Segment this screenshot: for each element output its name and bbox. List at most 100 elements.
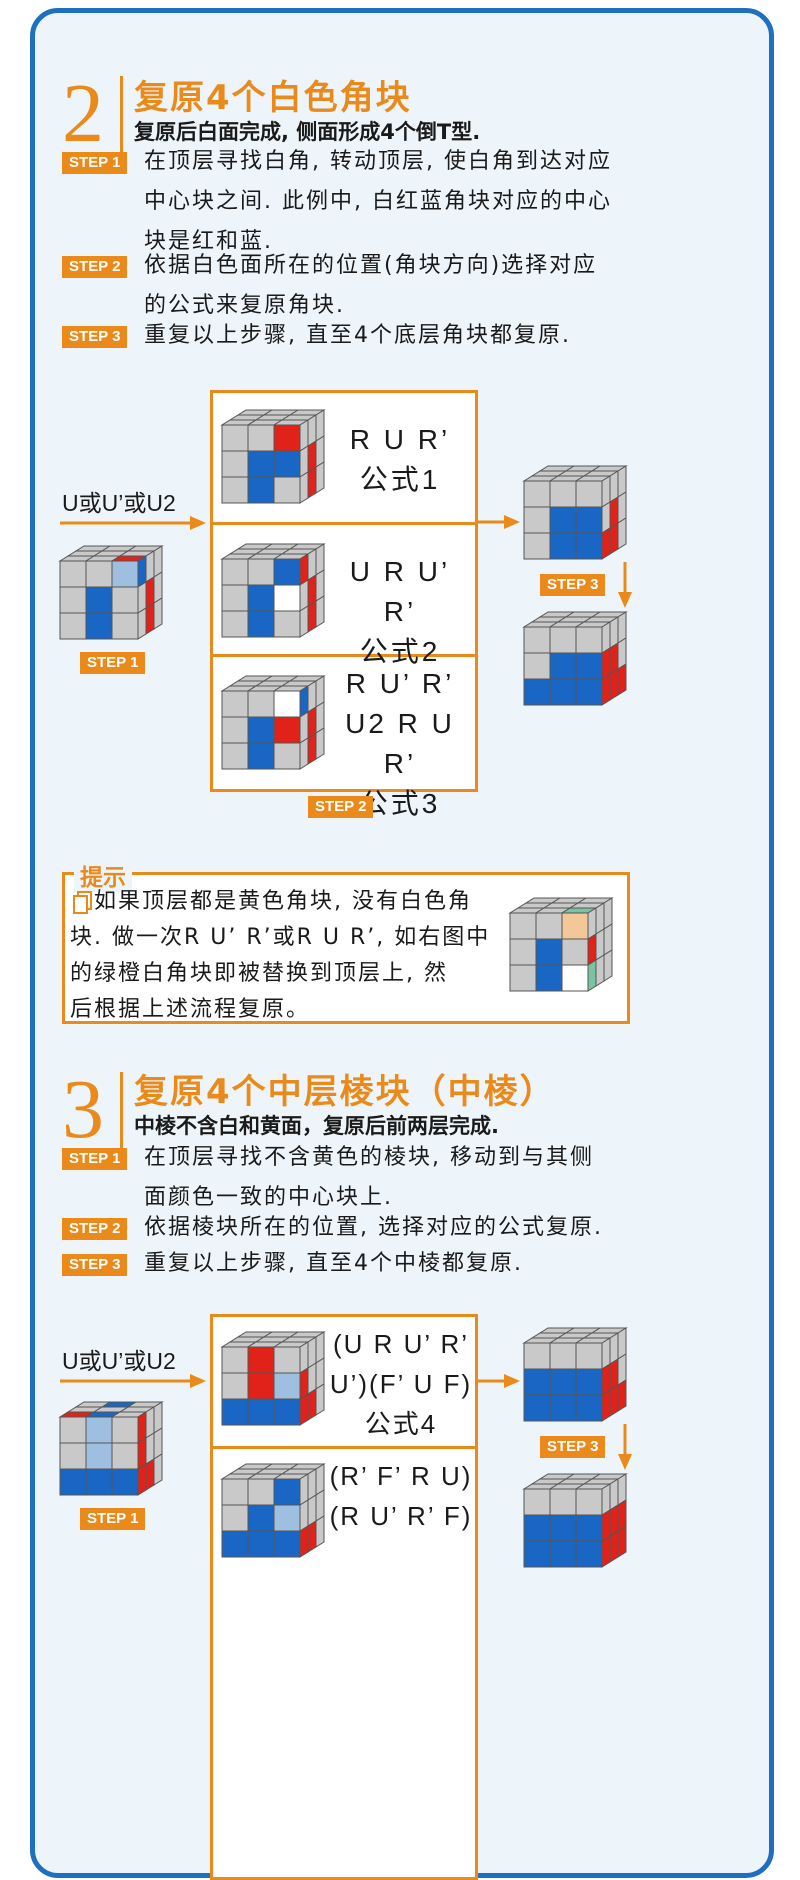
- cube-sticker: [299, 737, 309, 770]
- cube-sticker: [549, 626, 577, 654]
- cube-sticker: [307, 732, 317, 765]
- cube-sticker: [523, 626, 551, 654]
- step-line: 重复以上步骤, 直至4个中棱都复原.: [144, 1251, 523, 1276]
- step-line: 块是红和蓝.: [144, 229, 273, 254]
- cube-sticker: [523, 1540, 551, 1568]
- cube-sticker: [221, 1504, 249, 1532]
- step-badge: STEP 1: [62, 152, 128, 174]
- turn-label: U或U’或U2: [62, 490, 176, 516]
- section-number: 3: [62, 1063, 104, 1156]
- cube-sticker: [523, 1514, 551, 1542]
- cube-sticker: [273, 558, 301, 586]
- cube-sticker: [561, 938, 589, 966]
- cube-sticker: [273, 584, 301, 612]
- cube-sticker: [523, 1368, 551, 1396]
- cube-sticker: [247, 424, 275, 452]
- formula-label: 公式2: [359, 636, 441, 667]
- cube-sticker: [59, 612, 87, 640]
- formula-4: (U R U’ R’ U’)(F’ U F) 公式4: [326, 1324, 476, 1444]
- step-line: 面颜色一致的中心块上.: [144, 1185, 393, 1210]
- cube-sticker: [609, 1530, 619, 1563]
- arrow-down-icon: [618, 1424, 632, 1470]
- cube-sticker: [221, 610, 249, 638]
- step-line: 在顶层寻找白角, 转动顶层, 使白角到达对应: [144, 149, 612, 174]
- cube-sticker: [575, 652, 603, 680]
- cube-sticker: [221, 1372, 249, 1400]
- cube-sticker: [617, 1379, 627, 1412]
- cube-sticker: [307, 1520, 317, 1553]
- cube-sticker: [523, 532, 551, 560]
- cube-sticker: [307, 1388, 317, 1421]
- cube-sticker: [247, 1398, 275, 1426]
- step-badge: STEP 1: [80, 652, 146, 674]
- cube-icon: [522, 1327, 628, 1422]
- cube-sticker: [575, 1368, 603, 1396]
- cube-sticker: [523, 1342, 551, 1370]
- cube-sticker: [273, 716, 301, 744]
- cube-sticker: [609, 1384, 619, 1417]
- cube-sticker: [273, 424, 301, 452]
- cube-sticker: [221, 716, 249, 744]
- cube-sticker: [85, 1442, 113, 1470]
- cube-icon: [220, 409, 326, 504]
- cube-sticker: [549, 652, 577, 680]
- cube-sticker: [221, 476, 249, 504]
- formula-line: R U R’: [349, 424, 451, 455]
- tip-title: 提示: [74, 858, 132, 892]
- cube-sticker: [59, 1468, 87, 1496]
- cube-sticker: [549, 506, 577, 534]
- tip-text: 如果顶层都是黄色角块, 没有白色角: [94, 884, 472, 920]
- cube-sticker: [247, 584, 275, 612]
- cube-sticker: [273, 610, 301, 638]
- cube-icon: [58, 545, 164, 640]
- cube-sticker: [561, 912, 589, 940]
- cube-sticker: [575, 1394, 603, 1422]
- cube-icon: [58, 1401, 164, 1496]
- formula-label: 公式1: [359, 464, 441, 495]
- cube-sticker: [299, 1393, 309, 1426]
- step-badge: STEP 3: [540, 1436, 606, 1458]
- cube-sticker: [549, 1368, 577, 1396]
- step-badge: STEP 3: [540, 574, 606, 596]
- formula-line: (U R U’ R’: [332, 1329, 470, 1359]
- arrow-right-icon: [478, 515, 520, 529]
- step-text: 依据白色面所在的位置(角块方向)选择对应 的公式来复原角块.: [144, 246, 597, 326]
- arrow-down-icon: [618, 562, 632, 608]
- section-title: 复原4个白色角块: [134, 78, 412, 118]
- cube-sticker: [273, 1398, 301, 1426]
- cube-sticker: [137, 1463, 147, 1496]
- cube-sticker: [523, 652, 551, 680]
- cube-sticker: [315, 595, 325, 628]
- divider: [210, 1446, 478, 1449]
- cube-icon: [508, 897, 614, 992]
- arrow-right-icon: [60, 1374, 206, 1388]
- cube-sticker: [523, 1488, 551, 1516]
- cube-sticker: [273, 742, 301, 770]
- cube-sticker: [601, 1535, 611, 1568]
- cube-sticker: [575, 480, 603, 508]
- cube-sticker: [247, 1478, 275, 1506]
- cube-sticker: [561, 964, 589, 992]
- cube-sticker: [221, 450, 249, 478]
- cube-sticker: [59, 1416, 87, 1444]
- cube-sticker: [609, 522, 619, 555]
- arrow-right-icon: [60, 516, 206, 530]
- cube-sticker: [273, 1372, 301, 1400]
- formula-line: R U’ R’: [345, 668, 455, 699]
- cube-sticker: [575, 1514, 603, 1542]
- cube-sticker: [221, 558, 249, 586]
- cube-sticker: [247, 1372, 275, 1400]
- title-divider: [120, 1072, 123, 1148]
- cube-sticker: [221, 1346, 249, 1374]
- cube-sticker: [247, 476, 275, 504]
- formula-2: U R U’ R’ 公式2: [330, 552, 470, 672]
- cube-sticker: [535, 964, 563, 992]
- cube-sticker: [575, 532, 603, 560]
- tip-line: 后根据上述流程复原。: [70, 997, 311, 1022]
- cube-sticker: [299, 471, 309, 504]
- cube-sticker: [575, 626, 603, 654]
- cube-icon: [220, 1331, 326, 1426]
- cube-sticker: [575, 1488, 603, 1516]
- cube-sticker: [111, 586, 139, 614]
- cube-sticker: [247, 1504, 275, 1532]
